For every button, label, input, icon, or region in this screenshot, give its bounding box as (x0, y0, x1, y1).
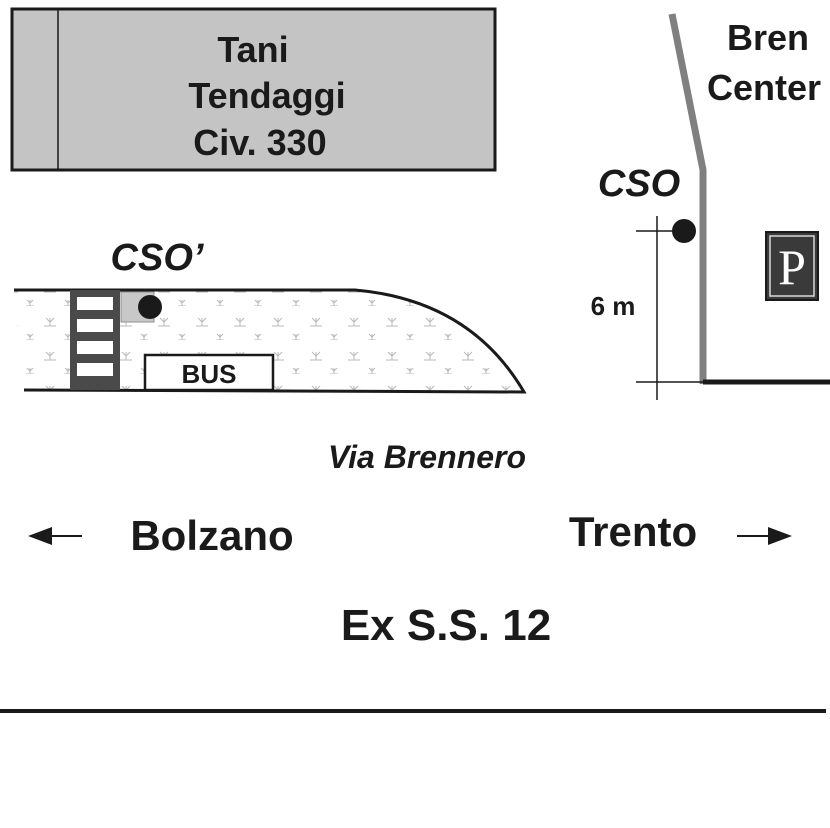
building-civic-number: Civ. 330 (193, 122, 326, 163)
distance-label: 6 m (591, 291, 636, 321)
building-name-line1: Tani (217, 29, 288, 70)
distance-measure (636, 216, 703, 400)
bus-stop-sign (143, 353, 275, 392)
road-name: Via Brennero (328, 439, 526, 475)
cso-marker-label: CSO (598, 163, 680, 205)
shop-name-line2: Center (707, 67, 821, 108)
cso-prime-marker-label: CSO’ (111, 237, 204, 279)
shop-name-line1: Bren (727, 17, 809, 58)
bus-stop-label: BUS (182, 359, 237, 389)
direction-left-label: Bolzano (130, 512, 293, 559)
parking-symbol: P (778, 239, 806, 295)
bren-center-wall (668, 13, 707, 384)
arrow-right-icon (737, 527, 792, 545)
building-tani-tendaggi (10, 7, 497, 172)
crosswalk (70, 290, 120, 390)
route-name: Ex S.S. 12 (341, 601, 551, 650)
arrow-left-icon (28, 527, 82, 545)
direction-right-label: Trento (569, 508, 697, 555)
cso-prime-stop-dot (138, 295, 162, 319)
cso-stop-dot (672, 219, 696, 243)
parking-icon (765, 231, 819, 301)
building-name-line2: Tendaggi (188, 75, 345, 116)
